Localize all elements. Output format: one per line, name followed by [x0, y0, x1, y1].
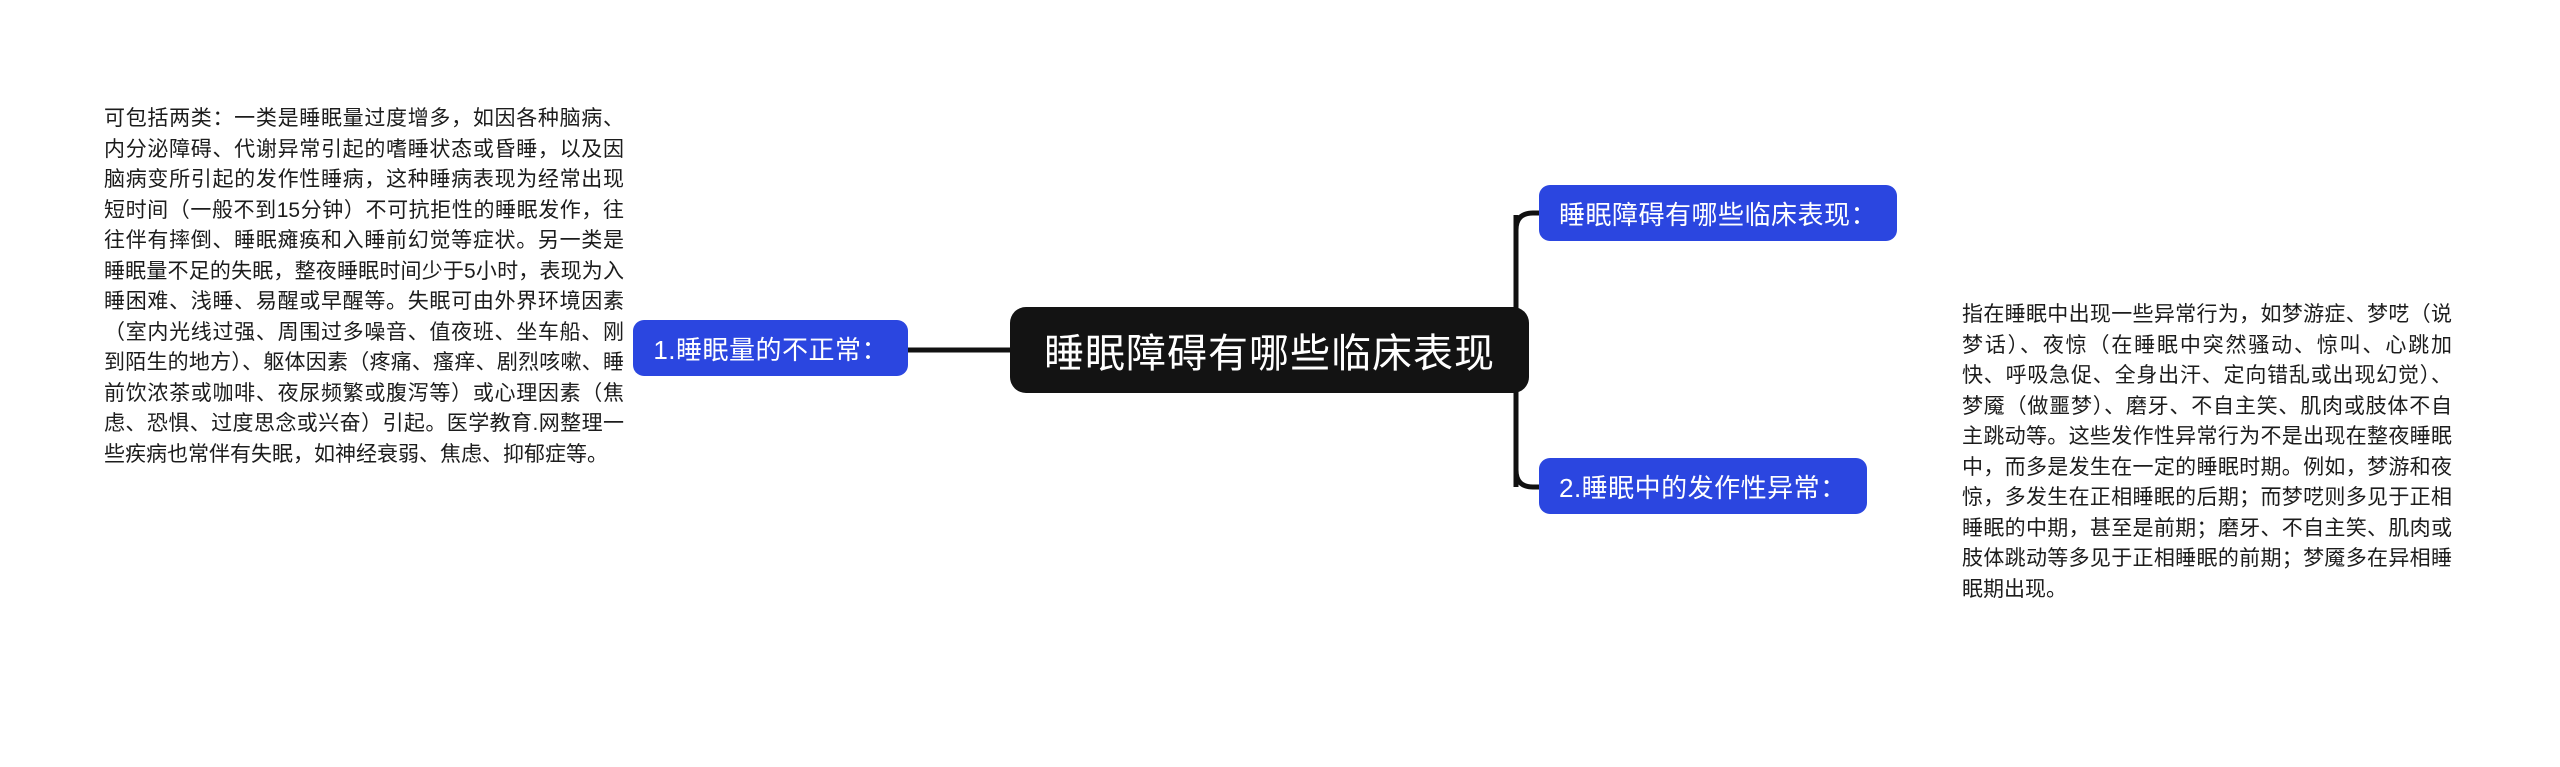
paragraph-sleep-quantity-abnormal: 可包括两类：一类是睡眠量过度增多，如因各种脑病、内分泌障碍、代谢异常引起的嗜睡状… [104, 107, 624, 466]
branch-node-sleep-episodic-abnormal[interactable]: 2.睡眠中的发作性异常： [1539, 458, 1867, 514]
branch-node-clinical-manifestations[interactable]: 睡眠障碍有哪些临床表现： [1539, 185, 1898, 241]
paragraph-sleep-episodic-abnormal: 指在睡眠中出现一些异常行为，如梦游症、梦呓（说梦话）、夜惊（在睡眠中突然骚动、惊… [1962, 303, 2452, 601]
center-node[interactable]: 睡眠障碍有哪些临床表现 [1010, 307, 1529, 393]
branch-node-sleep-quantity-abnormal[interactable]: 1.睡眠量的不正常： [633, 320, 908, 376]
